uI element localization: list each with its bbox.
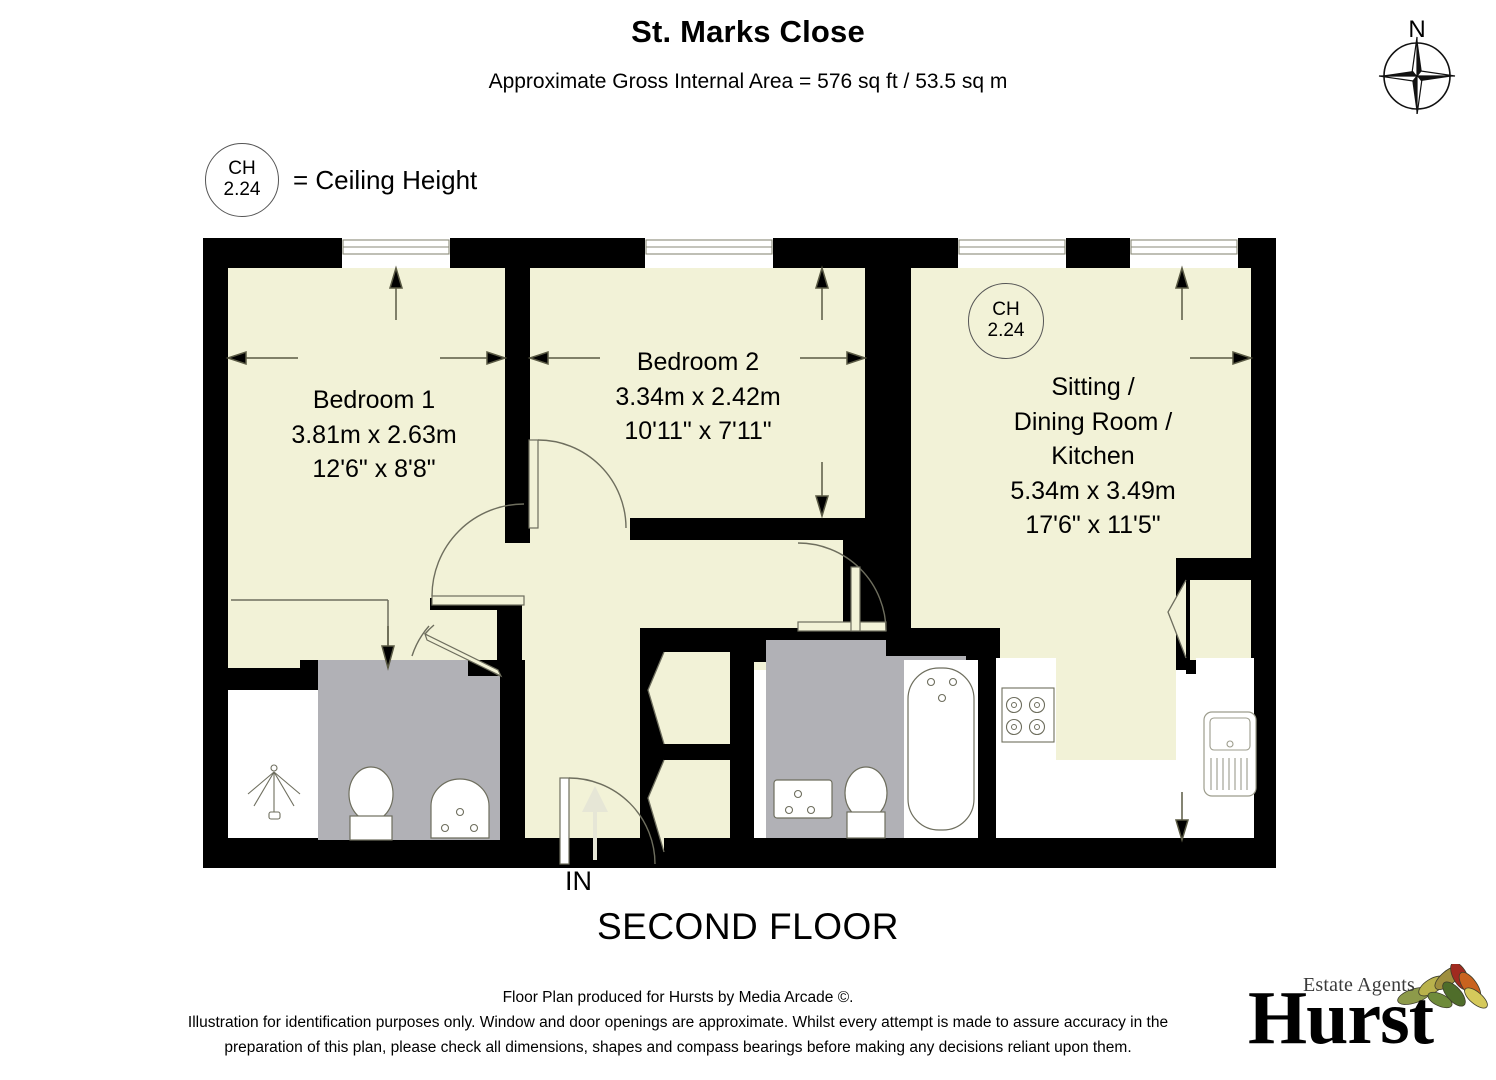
legend-ch-label: CH — [228, 158, 256, 180]
footer-disclaimer: Floor Plan produced for Hursts by Media … — [118, 985, 1238, 1060]
logo-brand: Hurst — [1248, 976, 1434, 1060]
hurst-logo: Estate Agents Hurst — [1248, 961, 1488, 1072]
basin-icon — [430, 778, 490, 839]
ch-badge-value: 2.24 — [987, 320, 1025, 341]
windows-group — [342, 238, 1238, 268]
dimension-arrows — [225, 265, 1254, 860]
kitchen — [996, 658, 1257, 838]
ceiling-height-badge-sitting: CH 2.24 — [968, 283, 1044, 359]
page-title: St. Marks Close — [631, 14, 865, 49]
footer-line-2: Illustration for identification purposes… — [187, 1014, 1169, 1032]
room-fills — [228, 268, 1276, 860]
door-bedroom-2 — [528, 439, 627, 529]
page-subtitle: Approximate Gross Internal Area = 576 sq… — [488, 70, 1008, 93]
window-icon — [1130, 238, 1238, 268]
door-bathroom-left — [411, 624, 503, 678]
hob-icon — [1001, 687, 1055, 743]
leaves-icon — [1396, 961, 1491, 1025]
ceiling-height-legend: CH 2.24 = Ceiling Height — [205, 143, 477, 217]
floorplan-drawing — [203, 238, 1276, 868]
window-icon — [958, 238, 1066, 268]
door-cupboard-upper — [647, 651, 665, 745]
door-bedroom-1 — [431, 503, 525, 606]
floor-level-label: SECOND FLOOR — [596, 906, 900, 947]
window-icon — [645, 238, 773, 268]
toilet-icon — [844, 766, 888, 839]
door-entrance — [559, 777, 656, 865]
ch-badge-label: CH — [992, 299, 1020, 321]
window-icon — [342, 238, 450, 268]
footer-line-1: Floor Plan produced for Hursts by Media … — [502, 989, 854, 1006]
footer-line-3: preparation of this plan, please check a… — [224, 1039, 1132, 1057]
bath-icon — [907, 667, 975, 831]
legend-ch-value: 2.24 — [223, 179, 261, 200]
bathroom-left — [231, 660, 500, 841]
shower-icon — [247, 764, 301, 820]
door-sitting-room — [797, 542, 887, 632]
logo-tagline: Estate Agents — [1303, 974, 1416, 996]
doors-group — [231, 439, 1187, 865]
compass-rose-icon — [1378, 36, 1456, 116]
basin-icon — [773, 779, 833, 819]
legend-ch-badge: CH 2.24 — [205, 143, 279, 217]
toilet-icon — [348, 766, 394, 841]
entrance-label: IN — [565, 866, 592, 896]
door-sitting-cupboard — [1167, 579, 1187, 659]
compass-north-label: N — [1408, 16, 1426, 43]
legend-description: = Ceiling Height — [293, 164, 478, 195]
compass-rose: N — [1367, 16, 1467, 116]
bathroom-right — [766, 640, 978, 839]
door-cupboard-lower — [647, 759, 665, 853]
sink-icon — [1203, 711, 1257, 797]
